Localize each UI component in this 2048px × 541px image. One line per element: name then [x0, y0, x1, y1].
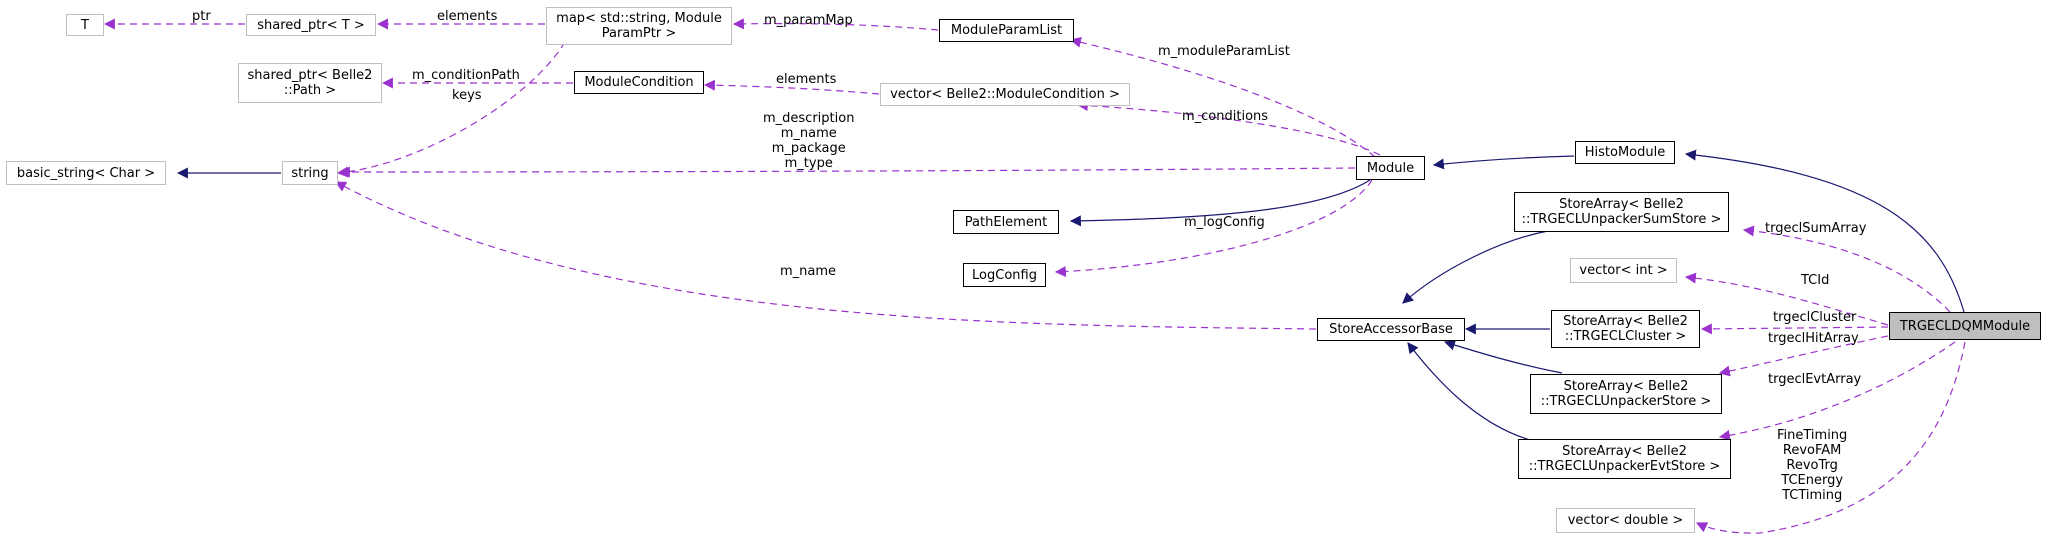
node-storearray-cluster-line2: ::TRGECLCluster > [1564, 329, 1687, 344]
edge-label-trgeclhitarray: trgeclHitArray [1768, 331, 1859, 346]
edge-label-trgeclsumarray: trgeclSumArray [1765, 221, 1867, 236]
node-storearray-cluster-line1: StoreArray< Belle2 [1563, 314, 1688, 329]
edge-label-elements-map: elements [437, 9, 498, 24]
node-storearray-cluster[interactable]: StoreArray< Belle2 ::TRGECLCluster > [1551, 310, 1700, 348]
edge-label-keys: keys [452, 88, 482, 103]
edge-map-string-keys [336, 41, 566, 178]
node-module-condition[interactable]: ModuleCondition [574, 71, 704, 94]
edge-label-module-strings: m_description m_name m_package m_type [763, 111, 855, 171]
node-trgecl-dqm-module[interactable]: TRGECLDQMModule [1889, 312, 2041, 340]
node-module-label: Module [1366, 160, 1415, 176]
node-log-config[interactable]: LogConfig [963, 263, 1046, 287]
edge-label-m-name: m_name [780, 264, 837, 279]
node-shared-ptr-path-line1: shared_ptr< Belle2 [247, 68, 373, 83]
node-vector-int-label: vector< int > [1579, 263, 1668, 278]
node-histo-module[interactable]: HistoModule [1575, 141, 1675, 164]
edge-module-histomodule [1432, 155, 1575, 170]
node-trgecl-dqm-module-label: TRGECLDQMModule [1899, 318, 2031, 334]
node-string[interactable]: string [282, 161, 338, 185]
node-module-param-list[interactable]: ModuleParamList [939, 19, 1074, 42]
node-map-label-line2: ParamPtr > [601, 26, 677, 41]
edge-label-m-conditionpath: m_conditionPath [412, 68, 520, 83]
node-basic-string[interactable]: basic_string< Char > [6, 161, 166, 185]
edge-trgecldqm-store [1718, 335, 1889, 377]
edge-label-m-conditions: m_conditions [1182, 109, 1269, 124]
node-module[interactable]: Module [1356, 156, 1425, 180]
node-map-label-line1: map< std::string, Module [556, 11, 722, 26]
node-storearray-store-line2: ::TRGECLUnpackerStore > [1540, 394, 1712, 409]
node-store-accessor-base-label: StoreAccessorBase [1329, 322, 1453, 337]
node-vector-int[interactable]: vector< int > [1570, 258, 1677, 283]
edge-label-m-moduleparamlist: m_moduleParamList [1158, 44, 1290, 59]
node-storearray-sumstore-line2: ::TRGECLUnpackerSumStore > [1521, 212, 1722, 227]
edge-pathelement-module [1069, 179, 1371, 227]
node-log-config-label: LogConfig [972, 267, 1037, 283]
node-T[interactable]: T [66, 14, 104, 36]
edge-trgecldqm-cluster [1700, 323, 1889, 335]
node-vector-module-condition[interactable]: vector< Belle2::ModuleCondition > [880, 83, 1130, 106]
edge-label-ptr: ptr [192, 9, 211, 24]
edge-storeaccessorbase-sumstore [1402, 230, 1549, 304]
node-storearray-store-line1: StoreArray< Belle2 [1563, 379, 1689, 394]
edge-storeaccessorbase-string [335, 181, 1317, 330]
node-vector-double-label: vector< double > [1567, 513, 1684, 528]
node-vector-module-condition-label: vector< Belle2::ModuleCondition > [890, 87, 1120, 102]
edge-module-moduleparamlist [1069, 36, 1376, 158]
node-histo-module-label: HistoModule [1584, 145, 1666, 160]
edge-label-trgeclcluster: trgeclCluster [1773, 310, 1857, 325]
node-vector-double[interactable]: vector< double > [1556, 508, 1695, 533]
node-storearray-evtstore[interactable]: StoreArray< Belle2 ::TRGECLUnpackerEvtSt… [1518, 439, 1731, 479]
node-store-accessor-base[interactable]: StoreAccessorBase [1317, 318, 1465, 341]
node-path-element[interactable]: PathElement [953, 210, 1059, 234]
node-storearray-sumstore[interactable]: StoreArray< Belle2 ::TRGECLUnpackerSumSt… [1514, 192, 1729, 232]
edge-trgecldqm-vectordouble [1696, 341, 1966, 534]
edge-histomodule-trgecldqm [1684, 149, 1965, 313]
edge-label-trgeclevtarray: trgeclEvtArray [1768, 372, 1862, 387]
edge-label-m-logconfig: m_logConfig [1184, 215, 1265, 230]
edge-storeaccessorbase-evtstore [1407, 342, 1531, 441]
node-shared-ptr-path-line2: ::Path > [283, 83, 337, 98]
node-storearray-store[interactable]: StoreArray< Belle2 ::TRGECLUnpackerStore… [1530, 374, 1722, 414]
edge-trgecldqm-evtstore [1718, 341, 1956, 441]
node-string-label: string [291, 165, 329, 181]
node-map-module-param[interactable]: map< std::string, Module ParamPtr > [546, 7, 732, 45]
node-shared-ptr-path[interactable]: shared_ptr< Belle2 ::Path > [238, 63, 382, 103]
node-storearray-sumstore-line1: StoreArray< Belle2 [1559, 197, 1684, 212]
edge-module-string [338, 166, 1356, 178]
node-T-label: T [81, 17, 89, 33]
edge-trgecldqm-sumstore [1742, 225, 1951, 313]
edge-storeaccessorbase-store [1443, 339, 1563, 374]
edge-label-m-parammap: m_paramMap [764, 13, 853, 28]
node-shared-ptr-T[interactable]: shared_ptr< T > [246, 14, 376, 36]
edge-module-logconfig [1054, 179, 1373, 278]
node-module-condition-label: ModuleCondition [584, 75, 694, 90]
node-basic-string-label: basic_string< Char > [16, 165, 156, 181]
edge-module-vector-conditions [1076, 100, 1381, 156]
node-storearray-evtstore-line1: StoreArray< Belle2 [1562, 444, 1687, 459]
node-path-element-label: PathElement [964, 214, 1048, 230]
edge-trgecldqm-vectorint [1684, 272, 1889, 326]
edge-label-tcid: TCId [1801, 273, 1830, 288]
node-module-param-list-label: ModuleParamList [950, 23, 1063, 38]
node-shared-ptr-T-label: shared_ptr< T > [257, 17, 365, 33]
node-storearray-evtstore-line2: ::TRGECLUnpackerEvtStore > [1528, 459, 1721, 474]
edge-label-double-members: FineTiming RevoFAM RevoTrg TCEnergy TCTi… [1777, 428, 1848, 503]
edge-label-elements-condition: elements [776, 72, 837, 87]
